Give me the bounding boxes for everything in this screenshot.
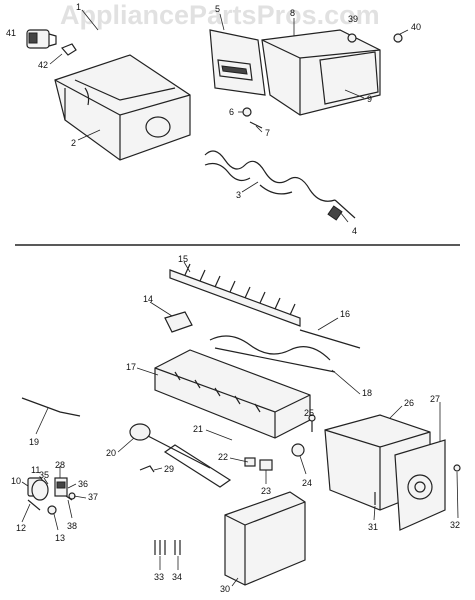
part-16-rod [299,329,361,349]
part-6-nut [242,107,252,117]
callout-31: 31 [368,522,378,532]
part-7-screw [249,121,263,129]
callout-24: 24 [302,478,312,488]
callout-30: 30 [220,584,230,594]
part-18-ejector [209,335,336,373]
part-29-clip [139,465,155,473]
callout-17: 17 [126,362,136,372]
part-42-clip [60,43,77,56]
part-33-screws [154,540,166,555]
callout-26: 26 [404,398,414,408]
callout-1: 1 [76,2,81,12]
callout-28: 28 [55,460,65,470]
callout-40: 40 [411,22,421,32]
part-20-arm [129,423,211,469]
callout-36: 36 [78,479,88,489]
part-21-heater [163,444,232,488]
callout-15: 15 [178,254,188,264]
callout-25: 25 [304,408,314,418]
callout-29: 29 [164,464,174,474]
callout-4: 4 [352,226,357,236]
part-23-clip [259,459,273,471]
part-22-clip [244,457,256,467]
part-3-auger [204,150,336,202]
part-32-screw [453,464,461,472]
watermark: AppliancePartsPros.com [60,0,380,30]
part-34-screws [174,540,181,555]
callout-34: 34 [172,572,182,582]
callout-27: 27 [430,394,440,404]
callouts: 1 2 3 4 5 6 7 8 9 39 40 41 42 14 15 16 1… [6,2,460,594]
callout-16: 16 [340,309,350,319]
part-19-wire [21,397,81,417]
callout-41: 41 [6,28,16,38]
callout-3: 3 [236,190,241,200]
callout-7: 7 [265,128,270,138]
callout-22: 22 [218,452,228,462]
callout-21: 21 [193,424,203,434]
callout-18: 18 [362,388,372,398]
part-39-screw [347,33,357,43]
part-28-switch [54,477,68,497]
part-2-housing [54,54,191,161]
callout-13: 13 [55,533,65,543]
part-5-bracket [209,29,266,96]
callout-32: 32 [450,520,460,530]
callout-12: 12 [16,523,26,533]
part-4-shaft [327,199,356,221]
part-41-motor [26,29,57,49]
part-27-cover [394,439,446,531]
callout-35: 35 [39,470,49,480]
part-14-bracket [164,311,193,333]
callout-39: 39 [348,14,358,24]
part-17-mold [154,349,311,439]
part-11-coil [31,479,49,501]
callout-2: 2 [71,138,76,148]
part-40-screw [393,33,403,43]
callout-20: 20 [106,448,116,458]
callout-37: 37 [88,492,98,502]
callout-11: 11 [31,465,40,475]
callout-14: 14 [143,294,153,304]
callout-8: 8 [290,8,295,18]
callout-23: 23 [261,486,271,496]
part-24-coupler [291,443,305,457]
part-25-screw [308,414,316,432]
part-8-housing [261,29,381,116]
callout-10: 10 [11,476,21,486]
callout-38: 38 [67,521,77,531]
callout-9: 9 [367,94,372,104]
callout-6: 6 [229,107,234,117]
callout-33: 33 [154,572,164,582]
callout-5: 5 [215,4,220,14]
callout-19: 19 [29,437,39,447]
part-35-36-37-38-fittings [65,492,76,501]
part-12-bracket [27,499,41,511]
part-15-stripper [169,263,301,327]
part-13-nut [47,505,57,515]
part-30-bin [224,491,306,586]
callout-42: 42 [38,60,48,70]
